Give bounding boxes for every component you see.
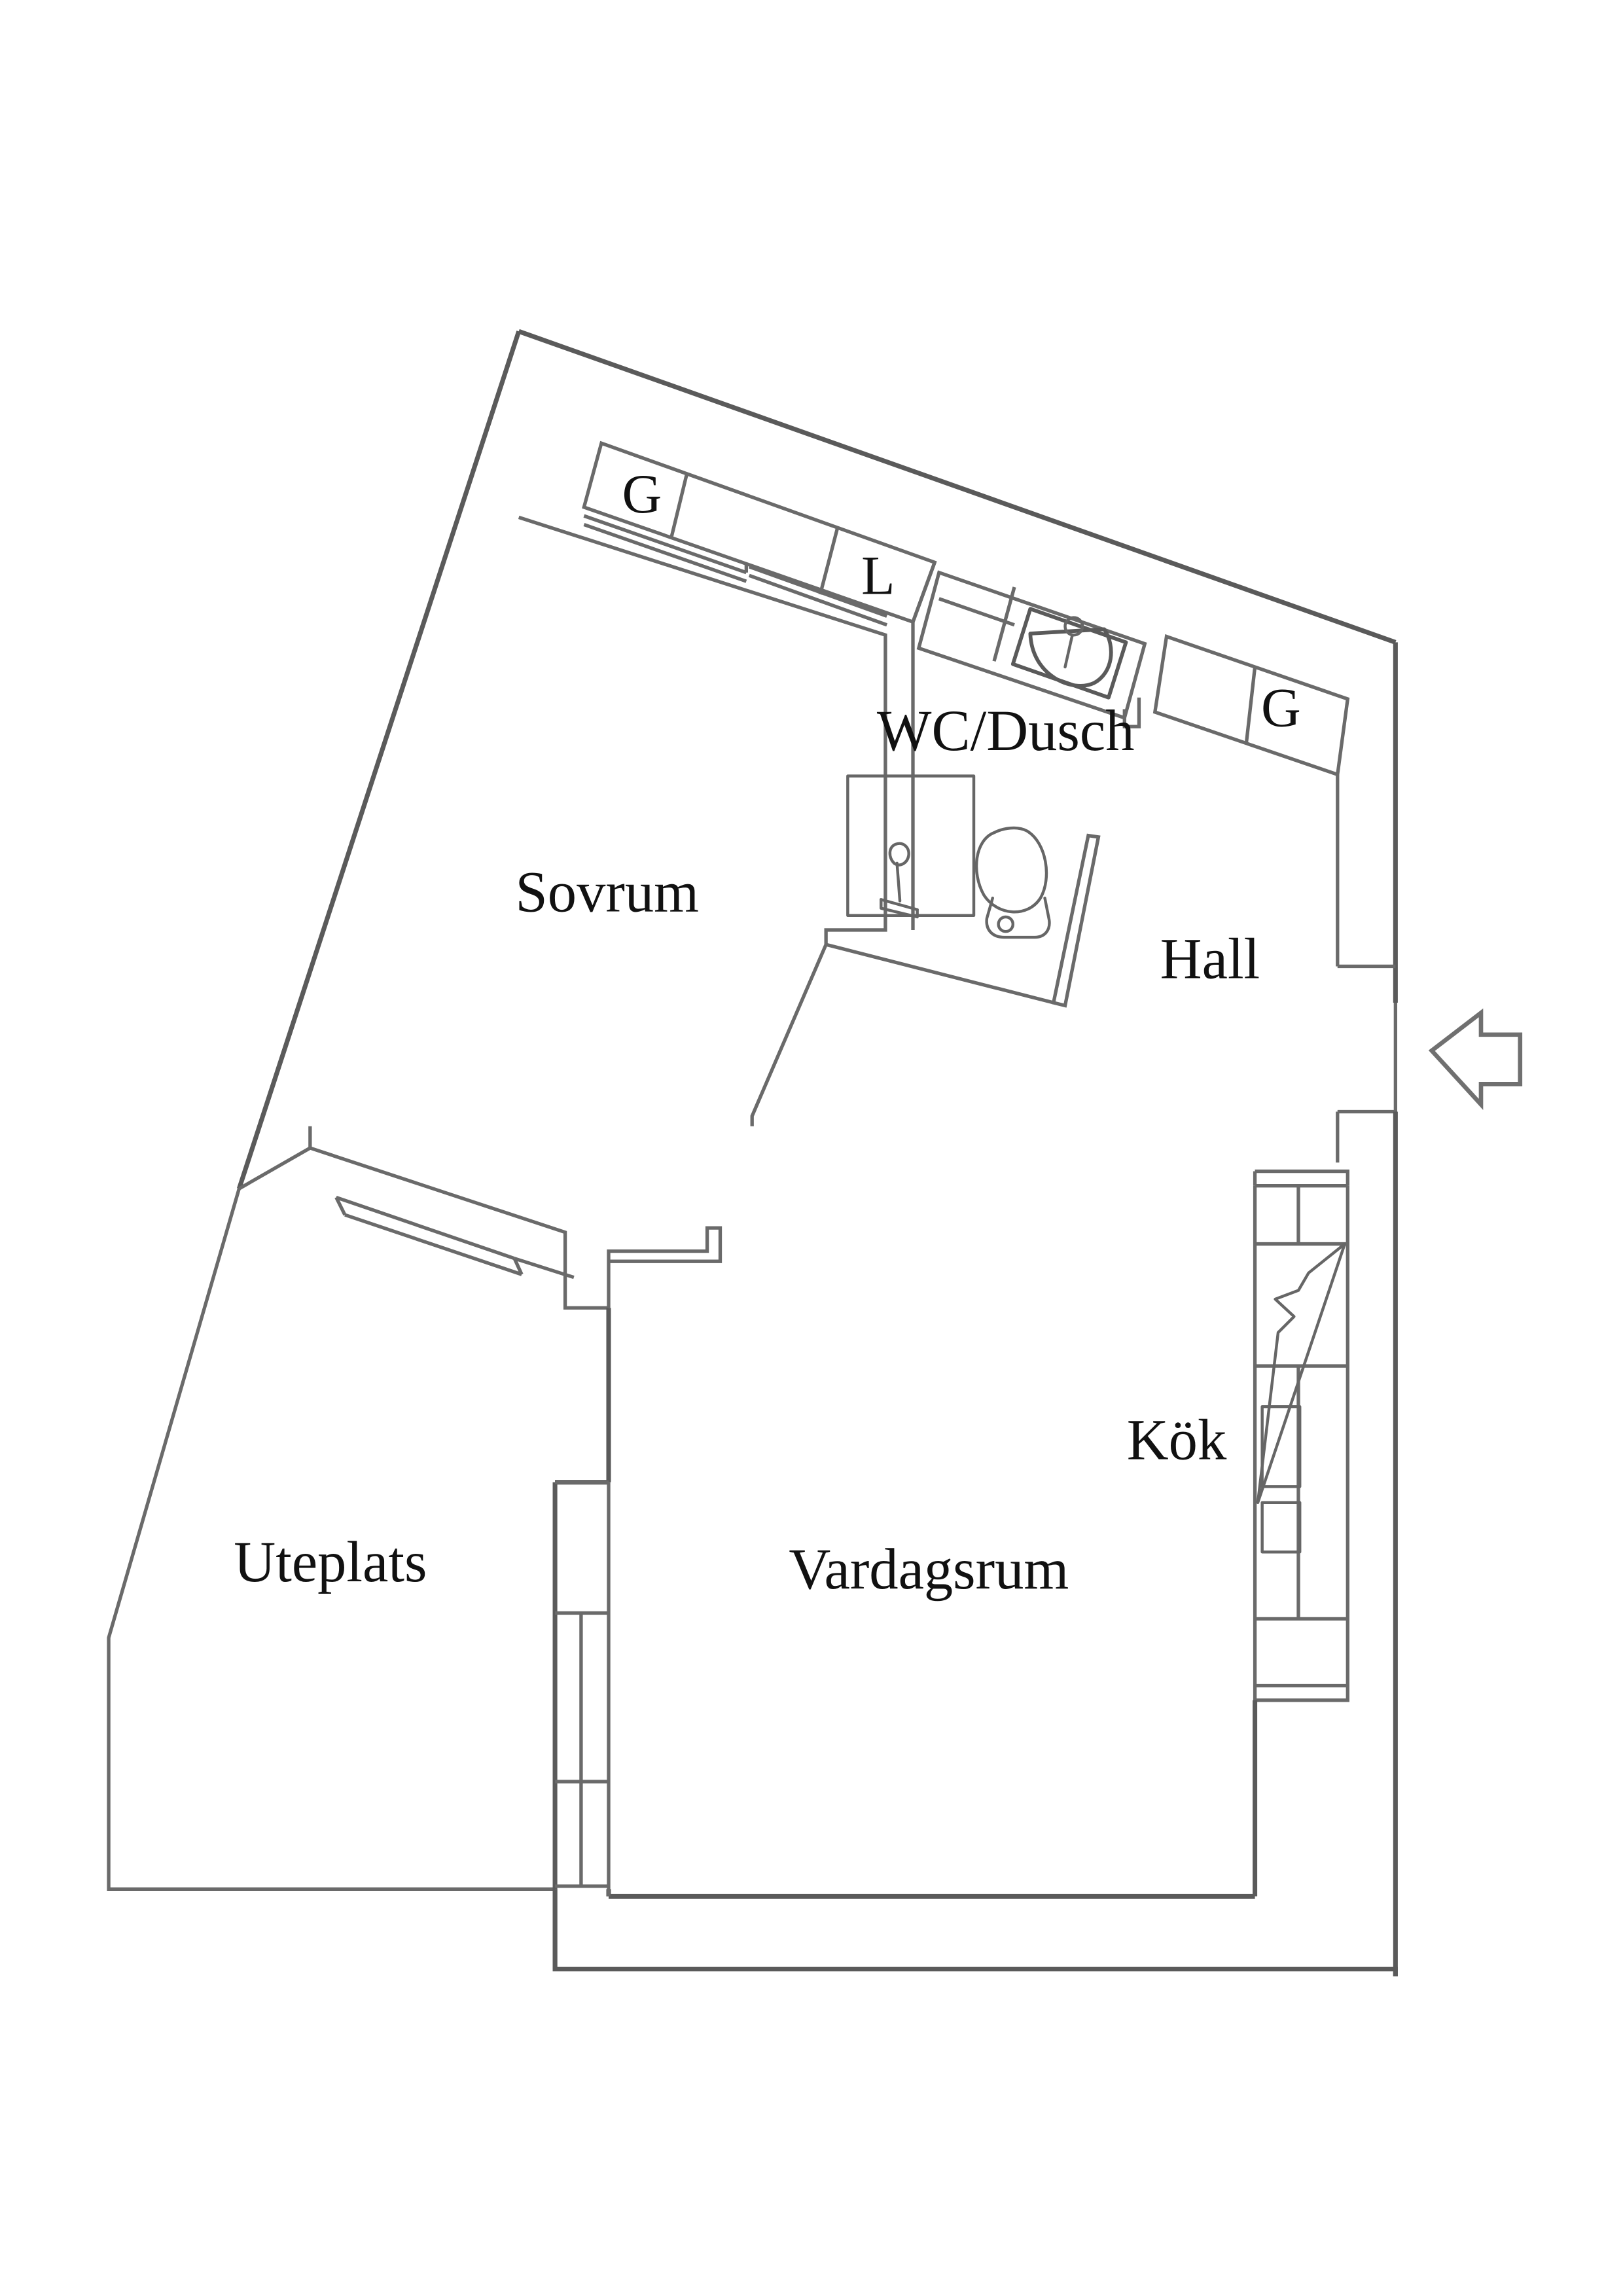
kitchen-walls xyxy=(1253,1111,1398,1977)
uteplats-outline xyxy=(107,1188,556,1891)
hall-walls xyxy=(1152,634,1398,1163)
shower-mixer-tap xyxy=(880,842,919,919)
closet-label-hall-g: G xyxy=(1261,677,1301,738)
kitchen-sink xyxy=(1260,1405,1302,1554)
shower-tray xyxy=(846,774,976,917)
stove-hob xyxy=(1256,1242,1347,1504)
closet-label-bedroom-l: L xyxy=(861,545,895,606)
wc-dusch-walls xyxy=(825,570,1147,1008)
bedroom-closet-doors[interactable] xyxy=(583,514,888,627)
sovrum-walls xyxy=(238,515,887,1310)
closet-label-bedroom-g: G xyxy=(622,464,662,525)
room-label-kok: Kök xyxy=(1127,1408,1227,1472)
entrance-arrow xyxy=(1428,1008,1523,1110)
bedroom-door[interactable] xyxy=(607,1226,722,1308)
room-labels: Sovrum WC/Dusch Hall Kök Vardagsrum Utep… xyxy=(234,699,1260,1602)
patio-sliding-doors[interactable] xyxy=(555,1480,611,1897)
room-label-uteplats: Uteplats xyxy=(234,1530,427,1594)
room-label-vardagsrum: Vardagsrum xyxy=(789,1537,1069,1602)
vardagsrum-walls xyxy=(552,1308,1398,1977)
sink-basin xyxy=(1010,607,1128,700)
room-label-hall: Hall xyxy=(1160,927,1260,992)
bedroom-window xyxy=(334,1195,575,1280)
building-outline xyxy=(236,329,1398,1190)
toilet xyxy=(974,826,1051,939)
closet-labels: G L G xyxy=(622,464,1301,739)
room-label-wc-dusch: WC/Dusch xyxy=(877,699,1135,763)
room-label-sovrum: Sovrum xyxy=(516,860,699,924)
